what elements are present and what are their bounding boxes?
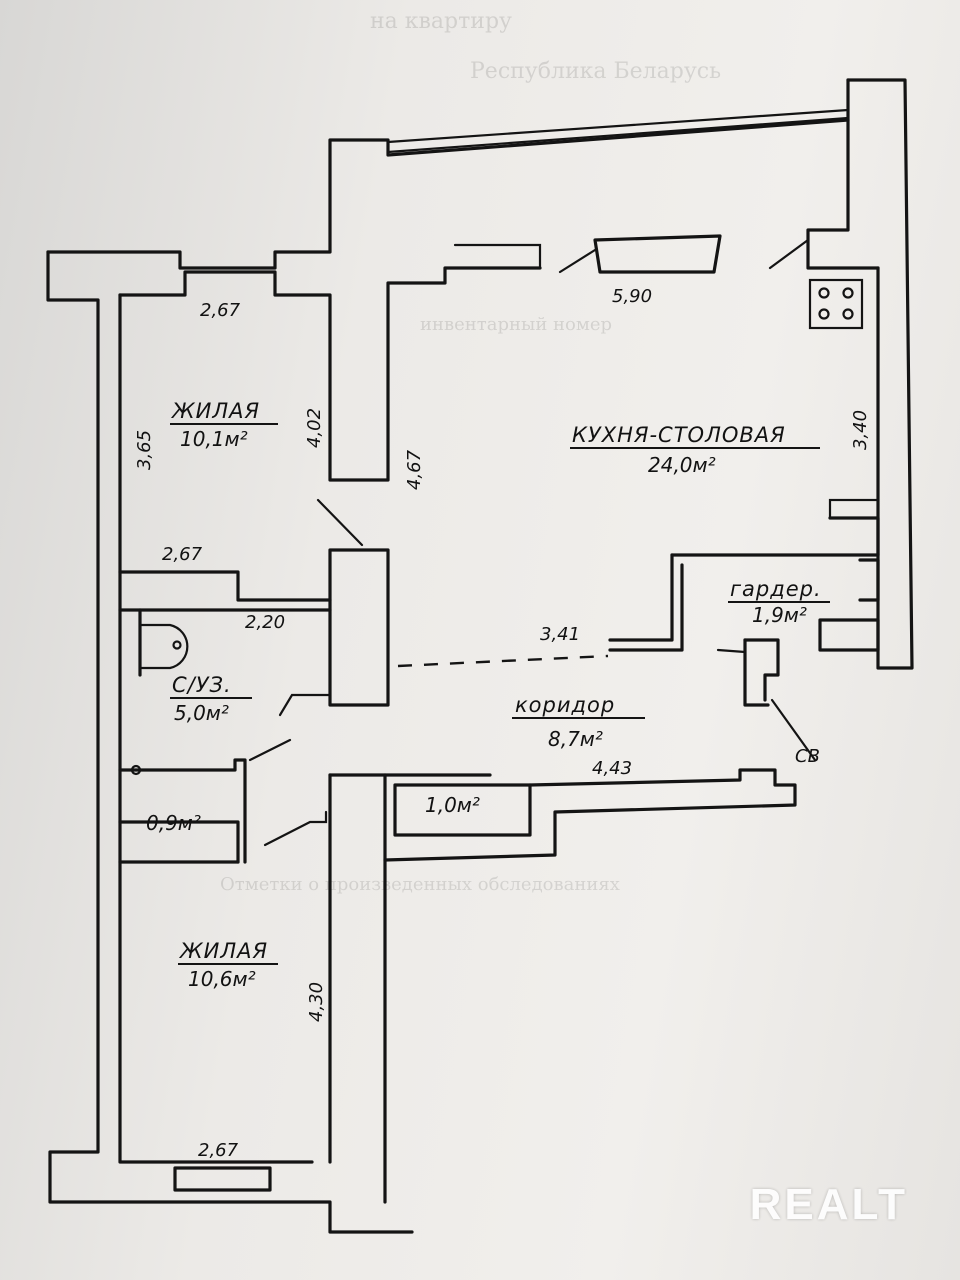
bathroom-top-wall bbox=[118, 570, 332, 602]
dim-bedroom-top-height: 3,65 bbox=[134, 430, 155, 470]
kitchen-window bbox=[593, 234, 722, 274]
wardrobe-door-jamb bbox=[743, 638, 780, 702]
storage-wall-top bbox=[118, 758, 247, 864]
dim-partition-right: 4,67 bbox=[404, 449, 425, 490]
dim-partition-length: 4,02 bbox=[304, 408, 325, 448]
dim-bathroom-inner: 2,20 bbox=[245, 612, 285, 633]
outer-wall-left bbox=[46, 250, 414, 1234]
outer-wall-top bbox=[46, 118, 850, 270]
right-wall-return bbox=[806, 78, 880, 270]
dimension-labels: 2,67 3,65 4,02 4,67 5,90 3,40 2,67 2,20 … bbox=[134, 286, 871, 1161]
kitchen-name: КУХНЯ-СТОЛОВАЯ bbox=[572, 423, 786, 447]
closet-area: 1,0м² bbox=[425, 793, 480, 817]
corridor-area: 8,7м² bbox=[548, 727, 603, 751]
cb-pointer bbox=[770, 698, 817, 762]
dim-kitchen-height: 3,40 bbox=[850, 410, 871, 450]
wardrobe-door-leaf bbox=[716, 648, 747, 654]
dim-corridor-top: 3,41 bbox=[540, 624, 580, 645]
balcony-door-jamb bbox=[453, 243, 542, 270]
bedroom-bottom-name: ЖИЛАЯ bbox=[178, 939, 268, 963]
kitchen-counter-icon bbox=[828, 498, 880, 520]
storage-wall-mid bbox=[118, 820, 240, 864]
bathroom-name: С/УЗ. bbox=[172, 673, 232, 697]
inner-wall-left bbox=[118, 293, 314, 1164]
balcony-line-outer bbox=[386, 108, 850, 144]
ghost-line-4: Отметки о произведенных обследованиях bbox=[220, 874, 620, 895]
bathroom-door-jamb bbox=[278, 693, 332, 717]
room-labels: ЖИЛАЯ 10,1м² КУХНЯ-СТОЛОВАЯ 24,0м² гарде… bbox=[146, 399, 830, 991]
walls bbox=[46, 78, 914, 1234]
corridor-name: коридор bbox=[515, 693, 615, 717]
bedroom-bottom-area: 10,6м² bbox=[188, 967, 256, 991]
wardrobe-jamb-outer bbox=[743, 638, 770, 707]
dim-bedroom-bottom-width: 2,67 bbox=[198, 1140, 239, 1161]
wardrobe-area: 1,9м² bbox=[752, 603, 807, 627]
ghost-line-1: на квартиру bbox=[370, 9, 512, 34]
bedroom-top-name: ЖИЛАЯ bbox=[170, 399, 260, 423]
wardrobe-left-outer bbox=[608, 553, 674, 642]
corridor-dashed-line bbox=[397, 654, 609, 668]
bathroom-area: 5,0м² bbox=[174, 701, 229, 725]
dim-bedroom-bottom-height: 4,30 bbox=[306, 982, 327, 1022]
dim-corridor-bottom: 4,43 bbox=[592, 758, 632, 779]
dim-bedroom-top-width: 2,67 bbox=[200, 300, 241, 321]
central-column bbox=[328, 548, 390, 707]
sink-icon bbox=[130, 764, 142, 776]
cb-marker: СВ bbox=[795, 746, 820, 767]
bedroom-top-wall bbox=[118, 266, 542, 482]
bedroom-top-area: 10,1м² bbox=[180, 427, 248, 451]
kitchen-area: 24,0м² bbox=[648, 453, 716, 477]
fixtures bbox=[130, 278, 880, 776]
corridor-bottom-wall-right bbox=[383, 768, 797, 862]
storage-area: 0,9м² bbox=[146, 811, 201, 835]
kitchen-fixture-wall bbox=[828, 516, 880, 557]
wardrobe-cabinet bbox=[818, 618, 880, 652]
dim-bathroom-top: 2,67 bbox=[162, 544, 203, 565]
outer-wall-right bbox=[846, 78, 914, 670]
wardrobe-name: гардер. bbox=[730, 577, 822, 601]
toilet-icon bbox=[140, 623, 189, 670]
closet-box bbox=[393, 783, 532, 837]
wardrobe-shelf bbox=[858, 558, 880, 602]
storage-door bbox=[263, 810, 328, 847]
bedroom-bottom-window bbox=[173, 1166, 272, 1192]
dim-kitchen-width: 5,90 bbox=[612, 286, 652, 307]
balcony-line-inner bbox=[386, 116, 850, 154]
ghost-line-3: инвентарный номер bbox=[420, 314, 612, 335]
stove-icon bbox=[808, 278, 864, 330]
window-door-swing-right bbox=[768, 238, 810, 270]
wardrobe-left-wall bbox=[608, 563, 684, 652]
ghost-line-2: Республика Беларусь bbox=[470, 59, 721, 84]
window-door-swing-left bbox=[558, 248, 597, 274]
door-swing-bedroom bbox=[316, 498, 364, 547]
realt-watermark: REALT bbox=[749, 1180, 908, 1229]
background-form-text: на квартиру Республика Беларусь инвентар… bbox=[220, 9, 721, 895]
bathroom-door-swing bbox=[248, 738, 292, 762]
